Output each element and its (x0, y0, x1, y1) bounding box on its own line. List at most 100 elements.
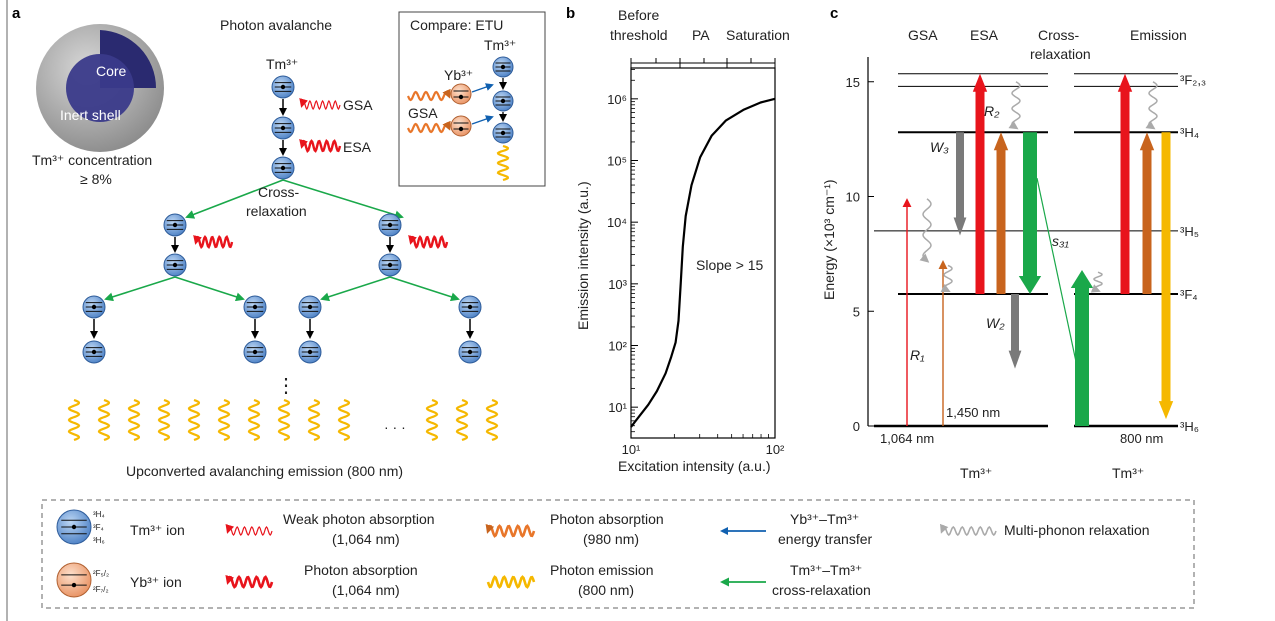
photon-esa (193, 234, 234, 250)
tm-ion-gen3 (458, 295, 482, 319)
legend-weak-absorption-2: (1,064 nm) (332, 531, 400, 547)
ion-label-left: Tm³⁺ (960, 465, 992, 481)
y-tick-label: 10¹ (608, 400, 627, 415)
legend-tm-ion: Tm³⁺ ion (130, 522, 185, 538)
emission-photon (425, 398, 439, 442)
cross-relaxation-arrow (185, 179, 284, 219)
emission-photon (247, 398, 261, 442)
esa-red-arrow (972, 73, 988, 295)
legend-emission-2: (800 nm) (578, 582, 634, 598)
emission-photon (485, 398, 499, 442)
emission-photon (187, 398, 201, 442)
etu-tm-ion-1 (492, 56, 514, 78)
energy-tick-label: 10 (846, 190, 860, 205)
nanoparticle-illustration: Core Inert shell (36, 24, 164, 152)
chart-b-ylabel: Emission intensity (a.u.) (575, 181, 591, 330)
cross-relax-link (1036, 178, 1078, 367)
w2-relaxation-arrow (1008, 294, 1022, 369)
etu-energy-transfer (471, 83, 494, 93)
emission-photon (97, 398, 111, 442)
esa-orange-arrow (993, 132, 1009, 295)
column-esa: ESA (970, 27, 999, 43)
vertical-dots: ⋮ (276, 375, 296, 397)
avalanche-tree (67, 75, 499, 442)
emission-photon (307, 398, 321, 442)
regime-before-threshold-1: Before (618, 7, 659, 23)
energy-tick-label: 15 (846, 75, 860, 90)
level-label: ³F₂,₃ (1180, 72, 1206, 87)
tm-ion-gen2-excited (163, 253, 187, 277)
legend-absorption-980-icon (485, 523, 536, 538)
weak-photon-gsa (299, 97, 341, 111)
tm-ion-gen3-excited (458, 340, 482, 364)
cross-relaxation-arrow (174, 276, 245, 302)
column-cross-relaxation-2: relaxation (1030, 46, 1091, 62)
rate-w2: W₂ (986, 315, 1005, 331)
etu-energy-transfer (471, 115, 494, 125)
w3-relaxation-arrow (953, 132, 967, 236)
energy-tick-label: 5 (853, 304, 860, 319)
tm-ion-2 (271, 116, 295, 140)
legend-multiphonon-icon (940, 523, 997, 537)
etu-emission-photon (496, 144, 510, 182)
etu-photon-absorption (406, 88, 451, 102)
rate-r1: R₁ (910, 347, 925, 363)
ion-label-right: Tm³⁺ (1112, 465, 1144, 481)
tm-ion-gen3 (243, 295, 267, 319)
etu-title: Compare: ETU (410, 17, 503, 33)
shell-label: Inert shell (60, 107, 121, 123)
tm-ion-gen3-excited (82, 340, 106, 364)
energy-tick-label: 0 (853, 419, 860, 434)
cross-relaxation-arrow (282, 179, 404, 220)
cross-relaxation-arrow (320, 276, 391, 302)
photon-esa (408, 234, 449, 250)
panel-a-label: a (12, 5, 21, 22)
emission-photon (337, 398, 351, 442)
etu-photon-absorption (406, 120, 451, 134)
column-cross-relaxation-1: Cross- (1038, 27, 1080, 43)
tm-ion-gen3-excited (298, 340, 322, 364)
legend-multiphonon: Multi-phonon relaxation (1004, 522, 1150, 538)
legend-yb-ion-icon (56, 562, 92, 598)
emission-photon (455, 398, 469, 442)
horizontal-dots: · · · (384, 419, 406, 435)
emission-photon (127, 398, 141, 442)
etu-tm-label: Tm³⁺ (484, 37, 516, 53)
legend-energy-transfer-2: energy transfer (778, 531, 872, 547)
legend-tm-level: ³H₄ (93, 510, 105, 519)
legend-cross-relaxation-1: Tm³⁺–Tm³⁺ (790, 562, 862, 578)
panel-c-label: c (830, 5, 838, 22)
legend-tm-level: ³H₆ (93, 536, 105, 545)
etu-tm-ion-2 (492, 90, 514, 112)
level-label: ³H₆ (1180, 419, 1199, 434)
legend-absorption-980-1: Photon absorption (550, 511, 664, 527)
slope-annotation: Slope > 15 (696, 257, 764, 273)
tm-ion-gen2 (163, 213, 187, 237)
legend-absorption-1064-2: (1,064 nm) (332, 582, 400, 598)
cross-relaxation-arrow (389, 276, 460, 302)
wavelength-800: 800 nm (1120, 431, 1163, 446)
wavelength-1064: 1,064 nm (880, 431, 934, 446)
tm-ion-gen3 (82, 295, 106, 319)
legend-emission-icon (486, 575, 536, 589)
tm-ion-gen3 (298, 295, 322, 319)
legend-cross-relaxation-2: cross-relaxation (772, 582, 871, 598)
x-tick-label: 10² (766, 442, 785, 457)
photon-avalanche-title: Photon avalanche (220, 17, 332, 33)
emission-photon (67, 398, 81, 442)
legend-tm-level: ³F₄ (93, 523, 104, 532)
tm-ion-gen2 (378, 213, 402, 237)
multiphonon-relaxation (919, 198, 932, 263)
legend-tm-ion-icon (56, 509, 92, 545)
regime-before-threshold-2: threshold (610, 27, 668, 43)
emission-photon (157, 398, 171, 442)
legend-yb-ion: Yb³⁺ ion (130, 574, 182, 590)
emission-curve (630, 97, 776, 428)
etu-yb-ion-2 (450, 115, 472, 137)
cross-relaxation-arrow (104, 276, 176, 302)
esa-label: ESA (343, 139, 372, 155)
emission-caption: Upconverted avalanching emission (800 nm… (126, 463, 403, 479)
